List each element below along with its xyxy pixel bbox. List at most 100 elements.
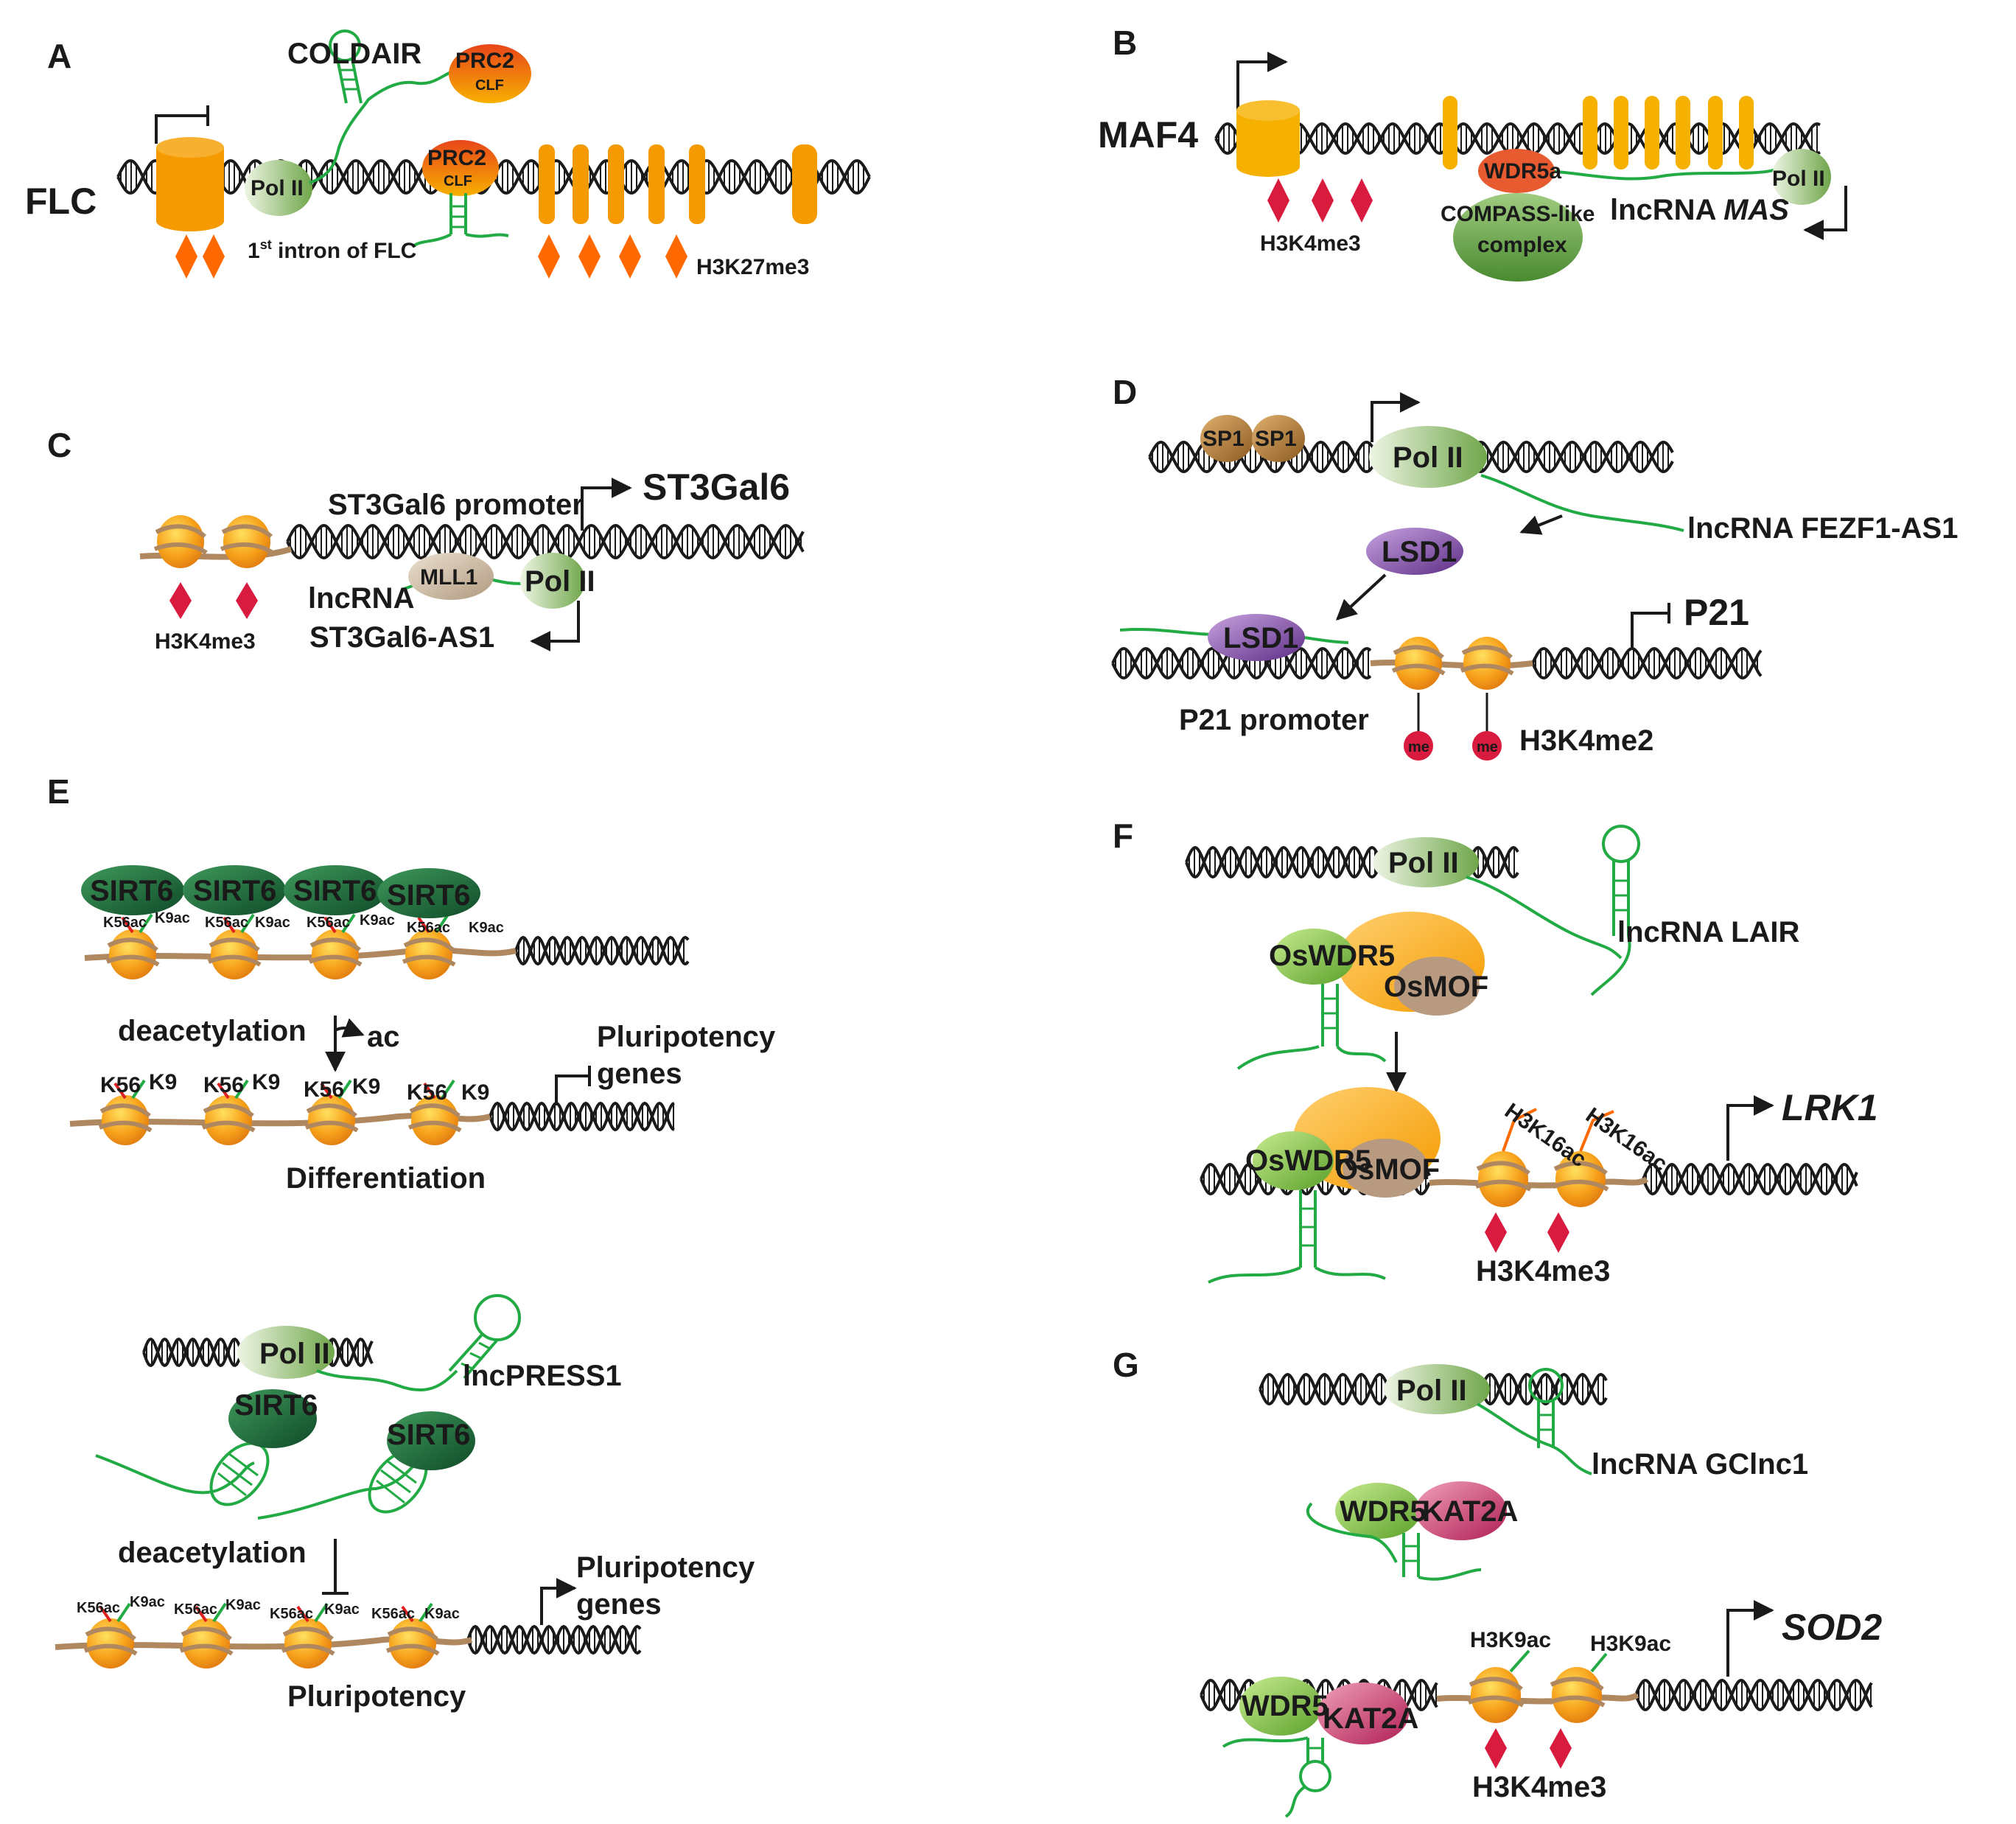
panel-a-h3k27me3-marks: [175, 234, 687, 279]
k56-tail: [320, 1082, 333, 1100]
panel-a-promoter-cylinder: [156, 137, 224, 231]
panel-e-row1-sirt-3: SIRT6: [293, 875, 377, 907]
panel-d-letter: D: [1113, 373, 1137, 411]
panel-a-pol-label: Pol II: [251, 176, 304, 200]
panel-f-mof-bound-label: OsMOF: [1335, 1153, 1440, 1186]
panel-d-nucleosome-1: [1391, 637, 1446, 690]
panel-d-pol-ii: [1369, 426, 1487, 488]
panel-c-mll1: [408, 553, 494, 600]
dna-strand: [466, 1624, 642, 1655]
panel-e-pol-ii: [237, 1326, 335, 1379]
panel-f-nucleosome-1: [1474, 1151, 1532, 1207]
svg-text:K9ac: K9ac: [155, 910, 190, 926]
panel-g-mark-label: H3K4me3: [1472, 1771, 1606, 1803]
svg-text:K56ac: K56ac: [77, 1600, 120, 1616]
k9-tail: [212, 1602, 227, 1623]
panel-d: D SP1 SP1 Pol II lncRNA FEZF1-AS1 LSD1 L…: [1113, 373, 1958, 761]
panel-c-letter: C: [47, 426, 71, 464]
panel-e-lnc-label: lncPRESS1: [463, 1360, 622, 1392]
panel-b-antisense-arrow: [1803, 186, 1847, 240]
panel-b-mark-label: H3K4me3: [1260, 231, 1361, 256]
panel-b-dna: [1214, 122, 1821, 156]
panel-d-me-1: [1404, 731, 1433, 761]
panel-c-histone-tail: [139, 546, 293, 560]
k9-tail: [337, 1079, 352, 1100]
nucleosome: [308, 1095, 355, 1145]
panel-f-osmof: [1394, 957, 1480, 1016]
svg-text:K56ac: K56ac: [407, 920, 450, 936]
panel-d-fezf1-rna: [1480, 474, 1684, 532]
k56-tail: [223, 916, 236, 934]
panel-d-mark-label: H3K4me2: [1519, 724, 1653, 757]
panel-b-compass-label-1: COMPASS-like: [1441, 202, 1595, 226]
panel-d-lnc-label: lncRNA FEZF1-AS1: [1687, 512, 1958, 545]
panel-b-gene-label: MAF4: [1098, 114, 1198, 156]
panel-g-pol-label: Pol II: [1396, 1374, 1467, 1407]
panel-e-activation-arrow: [540, 1578, 577, 1625]
k56-tail: [217, 1082, 230, 1100]
dna-wrap: [83, 1626, 138, 1656]
panel-a-coldair-rna: [309, 69, 458, 184]
panel-c-nucleosome-1: [153, 515, 208, 568]
panel-c-pol-label: Pol II: [525, 565, 595, 598]
panel-b-compass-complex: [1453, 193, 1583, 282]
panel-d-me-2: [1472, 731, 1502, 761]
panel-g-kat2a-bound: [1317, 1683, 1409, 1744]
nucleosome: [211, 929, 258, 979]
panel-d-tss-arrow: [1371, 392, 1421, 442]
svg-text:K56ac: K56ac: [205, 915, 248, 931]
svg-text:K56: K56: [407, 1080, 447, 1105]
panel-b-compass-label-2: complex: [1477, 233, 1567, 257]
dna-strand: [1642, 1163, 1858, 1195]
dna-wrap: [179, 1626, 234, 1656]
panel-g-ac-label-1: H3K9ac: [1470, 1628, 1551, 1652]
panel-e-row2-nucleosomes: [98, 1079, 462, 1145]
svg-text:K9ac: K9ac: [469, 920, 504, 936]
dna-wrap: [201, 1103, 256, 1133]
panel-f-mark-label: H3K4me3: [1476, 1255, 1610, 1287]
panel-f-letter: F: [1113, 817, 1133, 855]
k9-tail: [441, 1079, 455, 1100]
dna-strand: [1634, 1679, 1873, 1711]
panel-d-nucleosome-2: [1460, 637, 1514, 690]
panel-b-lnc-label: lncRNA MAS: [1610, 194, 1789, 226]
panel-e-ac-release-arrow: [335, 1018, 365, 1038]
dna-strand: [1531, 647, 1763, 679]
panel-f-histone-tail: [1429, 1176, 1649, 1189]
panel-c-pol-ii: [520, 553, 585, 609]
panel-b-exon-bars: [1443, 96, 1754, 170]
dna-wrap: [105, 937, 160, 967]
panel-e-plur-label-4: genes: [576, 1588, 662, 1621]
panel-c-lnc-label-2: ST3Gal6-AS1: [309, 621, 494, 654]
dna-strand: [1200, 1679, 1438, 1711]
panel-g-lnc-label: lncRNA GClnc1: [1592, 1448, 1808, 1481]
svg-text:K56ac: K56ac: [371, 1606, 415, 1622]
nucleosome: [102, 1095, 149, 1145]
dna-strand: [1531, 647, 1763, 679]
panel-a-bound-hairpin: [411, 193, 509, 248]
panel-c-dna: [286, 523, 805, 560]
panel-e-row3-nucleosomes: [83, 1602, 440, 1668]
panel-a-prc2-top-label: PRC2: [455, 49, 514, 73]
dna-wrap: [385, 1626, 440, 1656]
dna-wrap: [207, 937, 262, 967]
panel-e-plur-label-1: Pluripotency: [597, 1021, 776, 1053]
panel-a-clf-top-label: CLF: [475, 77, 504, 94]
panel-e-lnc-rna-1: [95, 1454, 255, 1495]
panel-g-rna-middle: [1306, 1502, 1398, 1563]
svg-text:K9ac: K9ac: [424, 1606, 460, 1622]
nucleosome: [405, 929, 452, 979]
panel-d-lsd1-free-label: LSD1: [1382, 536, 1457, 568]
panel-e-row1-sirt-1: SIRT6: [90, 875, 173, 907]
panel-c-mark-label: H3K4me3: [155, 629, 256, 654]
svg-text:K9ac: K9ac: [360, 912, 395, 929]
panel-a-letter: A: [47, 37, 71, 75]
panel-b-pol-ii: [1772, 149, 1831, 205]
panel-c-h3k4me3-marks: [169, 582, 258, 619]
nucleosome: [389, 1618, 436, 1668]
panel-f-rna-upper: [1236, 1045, 1320, 1070]
panel-a-prc2-top: [449, 44, 531, 103]
k56-tail: [323, 916, 337, 934]
dna-wrap: [407, 1103, 462, 1133]
panel-d-me-label-1: me: [1408, 739, 1429, 755]
